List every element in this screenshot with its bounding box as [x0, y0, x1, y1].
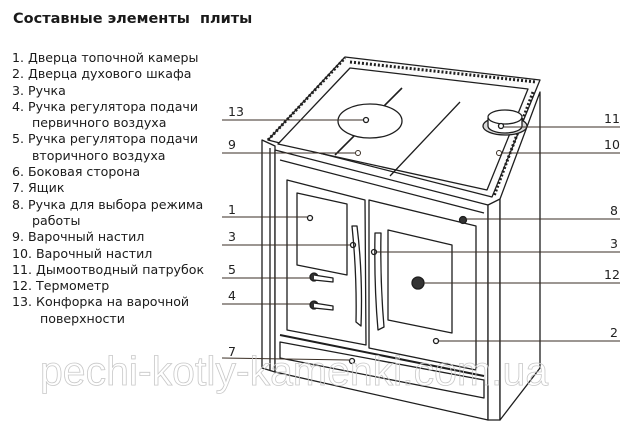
legend-item-13: 13. Конфорка на варочной [12, 294, 190, 310]
front-panel [274, 149, 489, 421]
legend-item-8-cont: работы [32, 212, 81, 228]
callout-10: 10 [604, 137, 620, 152]
callout-11: 11 [604, 111, 620, 126]
callout-13: 13 [228, 104, 244, 119]
page-title: Составные элементы плиты [13, 11, 253, 27]
legend-item-13-cont: поверхности [40, 310, 125, 326]
legend-item-7: 7. Ящик [12, 180, 65, 196]
cooktop-surface [267, 56, 541, 198]
callout-7: 7 [228, 344, 236, 359]
callout-5: 5 [228, 262, 236, 277]
legend-item-9: 9. Варочный настил [12, 229, 145, 245]
callout-3-right: 3 [610, 236, 618, 251]
right-side-panel [487, 91, 541, 421]
left-side-panel [261, 139, 276, 373]
legend-item-5-cont: вторичного воздуха [32, 147, 166, 163]
mode-selector-8 [458, 215, 468, 225]
legend-item-4: 4. Ручка регулятора подачи [12, 98, 199, 114]
drawer-7 [279, 341, 485, 399]
legend-item-10: 10. Варочный настил [12, 245, 153, 261]
callout-8: 8 [610, 203, 618, 218]
legend-item-5: 5. Ручка регулятора подачи [12, 131, 199, 147]
parts-legend: 1. Дверца топочной камеры 2. Дверца духо… [12, 50, 204, 327]
hotplate-13 [337, 103, 403, 139]
legend-item-8: 8. Ручка для выбора режима [12, 196, 204, 212]
air-regulator-5 [309, 272, 334, 283]
watermark: pechi-kotly-kamenki.com.ua [40, 348, 549, 395]
legend-item-11: 11. Дымоотводный патрубок [12, 261, 205, 277]
callout-12: 12 [604, 267, 620, 282]
callout-4: 4 [228, 288, 236, 303]
callout-9: 9 [228, 137, 236, 152]
rim-perforations [266, 56, 537, 197]
air-regulator-4 [309, 300, 334, 311]
legend-item-3: 3. Ручка [12, 82, 66, 98]
callout-2: 2 [610, 325, 618, 340]
legend-item-2: 2. Дверца духового шкафа [12, 66, 192, 82]
legend-item-6: 6. Боковая сторона [12, 164, 141, 180]
legend-item-1: 1. Дверца топочной камеры [12, 50, 199, 65]
legend-item-4-cont: первичного воздуха [32, 115, 167, 131]
leader-lines [221, 119, 620, 361]
thermometer-12 [411, 276, 425, 290]
callout-1: 1 [228, 202, 236, 217]
legend-item-12: 12. Термометр [12, 278, 110, 294]
callout-3-left: 3 [228, 229, 236, 244]
flue-outlet-11 [482, 109, 528, 136]
